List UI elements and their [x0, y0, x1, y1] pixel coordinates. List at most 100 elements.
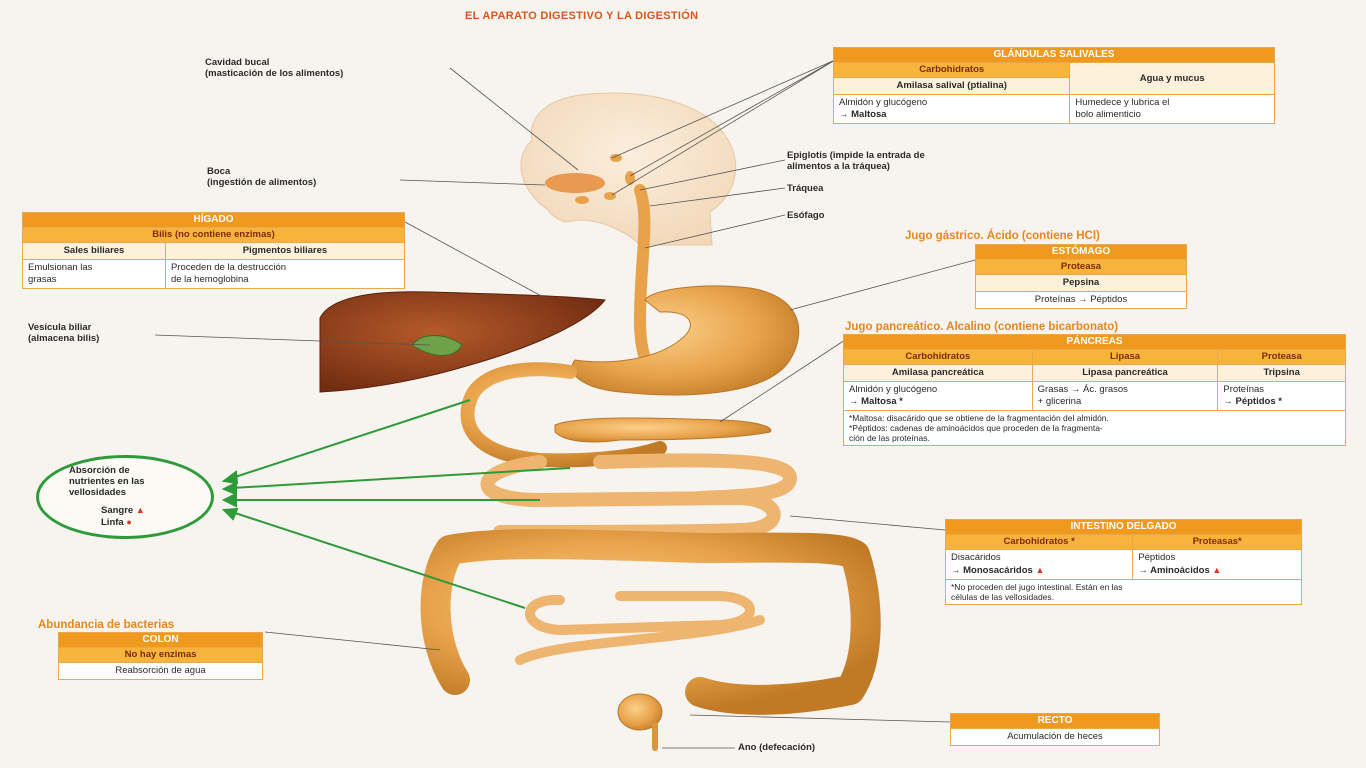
cell-enzyme: Amilasa salival (ptialina)	[832, 77, 1071, 95]
table-header: COLON	[58, 632, 263, 648]
pancreas	[554, 417, 772, 443]
label-line: Vesícula biliar	[28, 322, 92, 333]
table-intestino-delgado: INTESTINO DELGADO Carbohidratos * Protea…	[944, 519, 1302, 605]
cell-line: Grasas → Ác. grasos	[1037, 384, 1128, 395]
label-line: Epiglotis (impide la entrada de	[787, 150, 925, 161]
cell-subheader: Proteasa	[975, 259, 1187, 275]
cell-line: → Maltosa	[839, 109, 887, 120]
text-line: vellosidades	[69, 487, 127, 498]
label-esofago: Esófago	[787, 210, 825, 221]
cell-line: Disacáridos	[951, 552, 1001, 563]
cell-enzyme: Pepsina	[975, 274, 1187, 292]
cell-subheader: Carbohidratos	[843, 349, 1033, 365]
table-header: ESTÓMAGO	[975, 244, 1187, 260]
cell-subheader: Proteasa	[1217, 349, 1346, 365]
cell-text: Péptidos → Aminoácidos ▲	[1132, 549, 1302, 580]
label-line: Boca	[207, 166, 231, 177]
label-line: Cavidad bucal	[205, 57, 270, 68]
note-line: células de las vellosidades.	[951, 592, 1055, 602]
table-header: PÁNCREAS	[843, 334, 1346, 350]
label-ano: Ano (defecación)	[738, 742, 816, 753]
label-boca: Boca (ingestión de alimentos)	[207, 166, 316, 188]
cell-line: Péptidos	[1138, 552, 1176, 563]
dot-icon: ●	[126, 517, 132, 527]
label-cavidad-bucal: Cavidad bucal (masticación de los alimen…	[205, 57, 343, 79]
label-vesicula: Vesícula biliar (almacena bilis)	[28, 322, 99, 344]
note-line: *Maltosa: disacárido que se obtiene de l…	[849, 413, 1109, 423]
text-line: nutrientes en las	[69, 476, 145, 487]
cell-line: → Péptidos *	[1223, 396, 1282, 407]
cell-text: Emulsionan las grasas	[22, 259, 166, 289]
cell-line: de la hemoglobina	[170, 274, 249, 285]
cell-notes: *No proceden del jugo intestinal. Están …	[945, 579, 1302, 605]
cell-text: Proceden de la destrucción de la hemoglo…	[164, 259, 406, 289]
cell-result: Humedece y lubrica el bolo alimenticio	[1069, 94, 1275, 124]
table-header: HÍGADO	[22, 212, 405, 228]
leader-lines	[154, 59, 976, 749]
cell-result: Proteínas → Péptidos *	[1217, 381, 1346, 411]
cell-line: → Monosacáridos ▲	[951, 564, 1127, 577]
label-line: (ingestión de alimentos)	[207, 177, 317, 188]
label-traquea: Tráquea	[787, 183, 824, 194]
label-jugo-gastrico: Jugo gástrico. Ácido (contiene HCl)	[905, 230, 1100, 242]
cell-result: Proteínas → Péptidos	[975, 291, 1187, 309]
absorption-text: Absorción de nutrientes en las vellosida…	[69, 465, 145, 498]
table-colon: COLON No hay enzimas Reabsorción de agua	[58, 632, 263, 680]
cell-enzyme: Tripsina	[1217, 364, 1346, 382]
absorption-oval: Absorción de nutrientes en las vellosida…	[36, 455, 214, 539]
cell-subheader: Agua y mucus	[1069, 62, 1275, 95]
triangle-up-icon: ▲	[1212, 565, 1222, 575]
cell-text: Disacáridos → Monosacáridos ▲	[944, 549, 1134, 580]
cell-line: Emulsionan las	[28, 262, 93, 273]
label-line: alimentos a la tráquea)	[787, 161, 890, 172]
cell-line: grasas	[28, 274, 57, 285]
stomach	[571, 285, 800, 396]
table-estomago: ESTÓMAGO Proteasa Pepsina Proteínas → Pé…	[975, 244, 1187, 309]
cell-line: Humedece y lubrica el	[1075, 97, 1170, 108]
cell-line: → Maltosa *	[849, 396, 903, 407]
cell-line-text: → Aminoácidos	[1138, 565, 1210, 576]
absorption-linfa: Linfa ●	[101, 517, 132, 528]
cell-title: Pigmentos biliares	[164, 242, 406, 260]
note-line: *No proceden del jugo intestinal. Están …	[951, 582, 1123, 592]
cell-result: Grasas → Ác. grasos + glicerina	[1031, 381, 1219, 411]
cell-subheader: Carbohidratos	[832, 62, 1071, 78]
table-header: INTESTINO DELGADO	[945, 519, 1302, 535]
label-line: (almacena bilis)	[28, 333, 100, 344]
label-epiglotis: Epiglotis (impide la entrada de alimento…	[787, 150, 925, 172]
table-higado: HÍGADO Bilis (no contiene enzimas) Sales…	[22, 212, 406, 289]
cell-subheader: Bilis (no contiene enzimas)	[22, 227, 405, 243]
linfa-label: Linfa	[101, 517, 124, 528]
triangle-up-icon: ▲	[135, 505, 145, 515]
cell-subheader: No hay enzimas	[58, 647, 263, 663]
cell-line-text: → Monosacáridos	[951, 565, 1033, 576]
cell-line: Proteínas	[1223, 384, 1265, 395]
cell-line: Almidón y glucógeno	[849, 384, 938, 395]
cell-result: Almidón y glucógeno → Maltosa *	[843, 381, 1033, 411]
absorption-arrows	[221, 399, 571, 609]
cell-text: Acumulación de heces	[950, 728, 1160, 746]
cell-subheader: Proteasas*	[1132, 534, 1302, 550]
rectum	[617, 693, 663, 731]
cell-text: Reabsorción de agua	[58, 662, 263, 680]
table-glandulas-salivales: GLÁNDULAS SALIVALES Carbohidratos Agua y…	[832, 47, 1275, 124]
note-line: ción de las proteínas.	[849, 433, 930, 443]
cell-notes: *Maltosa: disacárido que se obtiene de l…	[843, 410, 1346, 446]
gallbladder	[411, 335, 463, 356]
diagram-title: EL APARATO DIGESTIVO Y LA DIGESTIÓN	[465, 10, 699, 22]
table-header: GLÁNDULAS SALIVALES	[833, 47, 1275, 63]
liver	[319, 291, 606, 393]
cell-line: Proceden de la destrucción	[170, 262, 287, 273]
cell-subheader: Lipasa	[1031, 349, 1219, 365]
cell-title: Sales biliares	[22, 242, 166, 260]
cell-enzyme: Amilasa pancreática	[843, 364, 1033, 382]
cell-enzyme: Lipasa pancreática	[1031, 364, 1219, 382]
text-line: Absorción de	[69, 465, 130, 476]
label-jugo-pancreatico: Jugo pancreático. Alcalino (contiene bic…	[845, 321, 1119, 333]
triangle-up-icon: ▲	[1035, 565, 1045, 575]
mouth-cavity	[545, 173, 605, 193]
table-recto: RECTO Acumulación de heces	[950, 713, 1160, 746]
label-bacterias: Abundancia de bacterias	[38, 619, 175, 631]
cell-line: Almidón y glucógeno	[839, 97, 928, 108]
